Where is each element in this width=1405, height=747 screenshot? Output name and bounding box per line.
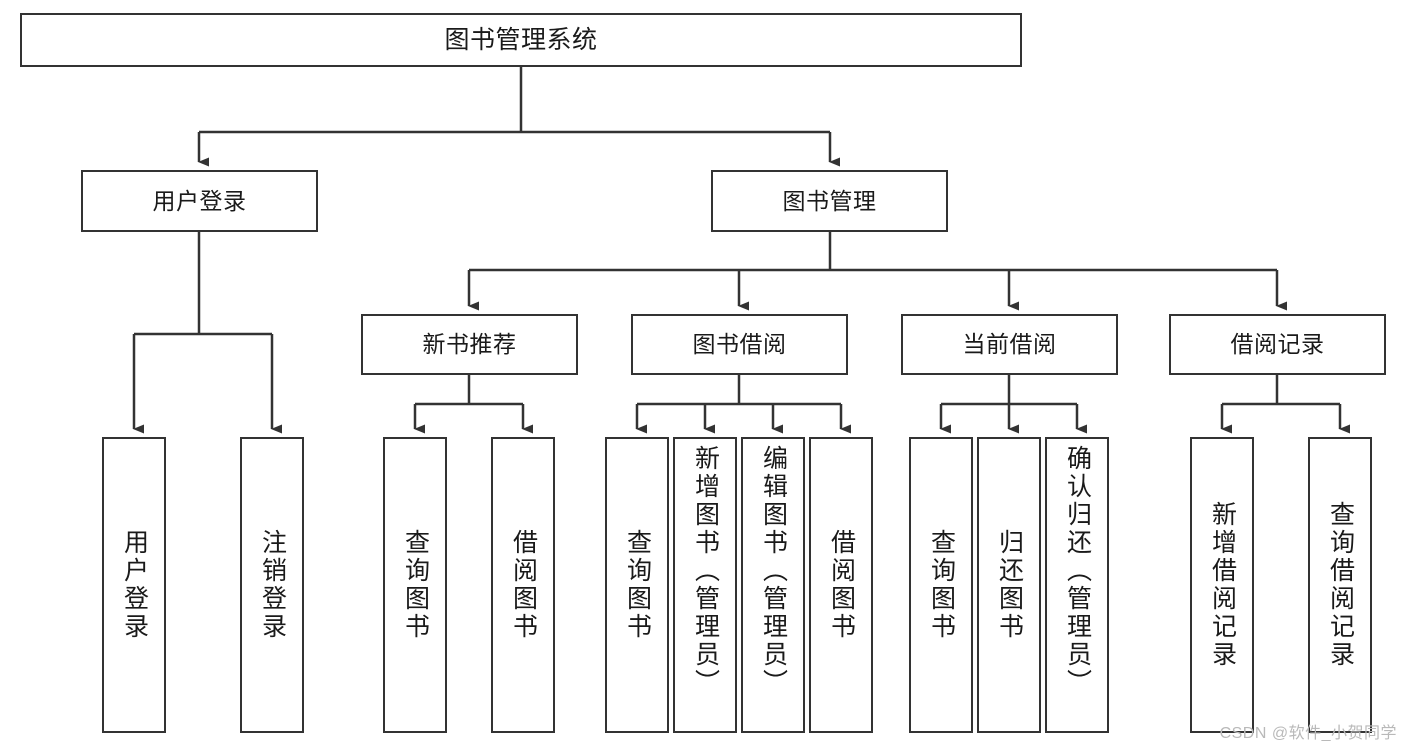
leaf-user-login-login[interactable]: 用户登录 [102,437,166,733]
node-label: 新增借阅记录 [1208,501,1237,669]
node-label: 借阅图书 [827,529,856,641]
node-label: 查询图书 [401,529,430,641]
leaf-new-book-borrow-book[interactable]: 借阅图书 [491,437,555,733]
leaf-book-borrow-edit-book-admin[interactable]: 编辑图书（管理员） [741,437,805,733]
leaf-user-login-logout[interactable]: 注销登录 [240,437,304,733]
csdn-watermark: CSDN @软件_小贺同学 [1219,725,1397,742]
node-label: 查询图书 [927,529,956,641]
node-label: 当前借阅 [962,331,1057,358]
node-label: 借阅图书 [509,529,538,641]
leaf-borrow-records-query-record[interactable]: 查询借阅记录 [1308,437,1372,733]
node-label: 图书管理 [782,187,877,214]
leaf-current-borrow-confirm-return-admin[interactable]: 确认归还（管理员） [1045,437,1109,733]
node-label: 新增图书（管理员） [691,445,720,697]
node-current-borrow[interactable]: 当前借阅 [901,314,1118,375]
node-label: 注销登录 [258,529,287,641]
node-label: 编辑图书（管理员） [759,445,788,697]
leaf-book-borrow-query-book[interactable]: 查询图书 [605,437,669,733]
leaf-current-borrow-query-book[interactable]: 查询图书 [909,437,973,733]
node-book-borrow[interactable]: 图书借阅 [631,314,848,375]
node-user-login[interactable]: 用户登录 [81,170,318,232]
node-label: 用户登录 [120,529,149,641]
node-label: 新书推荐 [422,331,517,358]
node-label: 确认归还（管理员） [1063,445,1092,697]
node-label: 借阅记录 [1230,331,1325,358]
node-label: 图书借阅 [692,331,787,358]
node-label: 查询借阅记录 [1326,501,1355,669]
leaf-book-borrow-borrow-book[interactable]: 借阅图书 [809,437,873,733]
leaf-current-borrow-return-book[interactable]: 归还图书 [977,437,1041,733]
node-label: 查询图书 [623,529,652,641]
node-label: 归还图书 [995,529,1024,641]
leaf-borrow-records-add-record[interactable]: 新增借阅记录 [1190,437,1254,733]
node-root-book-management-system[interactable]: 图书管理系统 [20,13,1022,67]
node-label: 图书管理系统 [444,25,598,54]
leaf-book-borrow-add-book-admin[interactable]: 新增图书（管理员） [673,437,737,733]
node-new-book-recommend[interactable]: 新书推荐 [361,314,578,375]
leaf-new-book-query-book[interactable]: 查询图书 [383,437,447,733]
node-borrow-records[interactable]: 借阅记录 [1169,314,1386,375]
node-label: 用户登录 [152,187,247,214]
node-book-management[interactable]: 图书管理 [711,170,948,232]
